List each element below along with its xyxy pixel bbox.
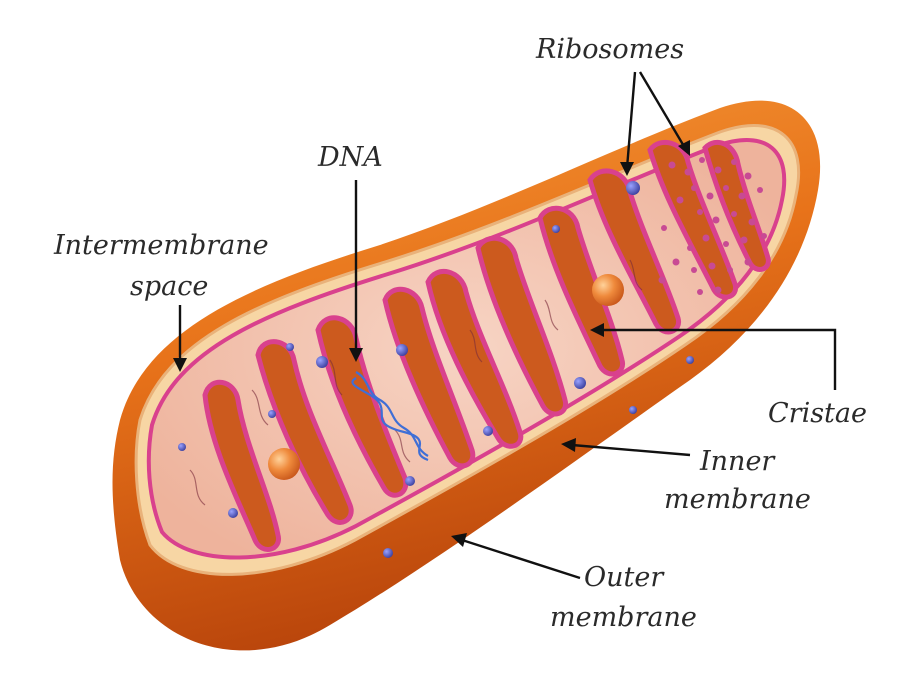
label-ribosomes: Ribosomes xyxy=(535,34,684,65)
label-inner-line1: Inner xyxy=(699,446,776,477)
label-outer-line1: Outer xyxy=(584,562,665,593)
label-dna: DNA xyxy=(317,142,383,173)
label-intermembrane-line2: space xyxy=(130,271,208,302)
label-outer-line2: membrane xyxy=(550,602,697,633)
label-intermembrane-line1: Intermembrane xyxy=(53,230,269,261)
label-cristae: Cristae xyxy=(768,398,867,429)
label-inner-line2: membrane xyxy=(664,484,811,515)
